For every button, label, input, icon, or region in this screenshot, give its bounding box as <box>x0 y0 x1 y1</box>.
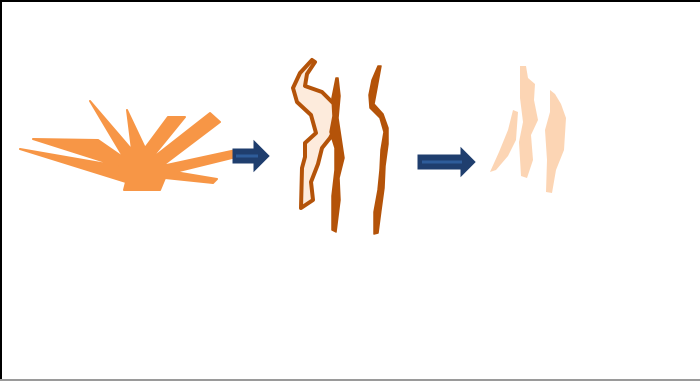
arrow-1 <box>233 141 269 171</box>
separated-strands-shape <box>293 60 388 234</box>
splayed-bundle-shape <box>20 101 236 190</box>
faded-strands-shape <box>490 66 566 193</box>
arrow-2 <box>418 148 475 176</box>
